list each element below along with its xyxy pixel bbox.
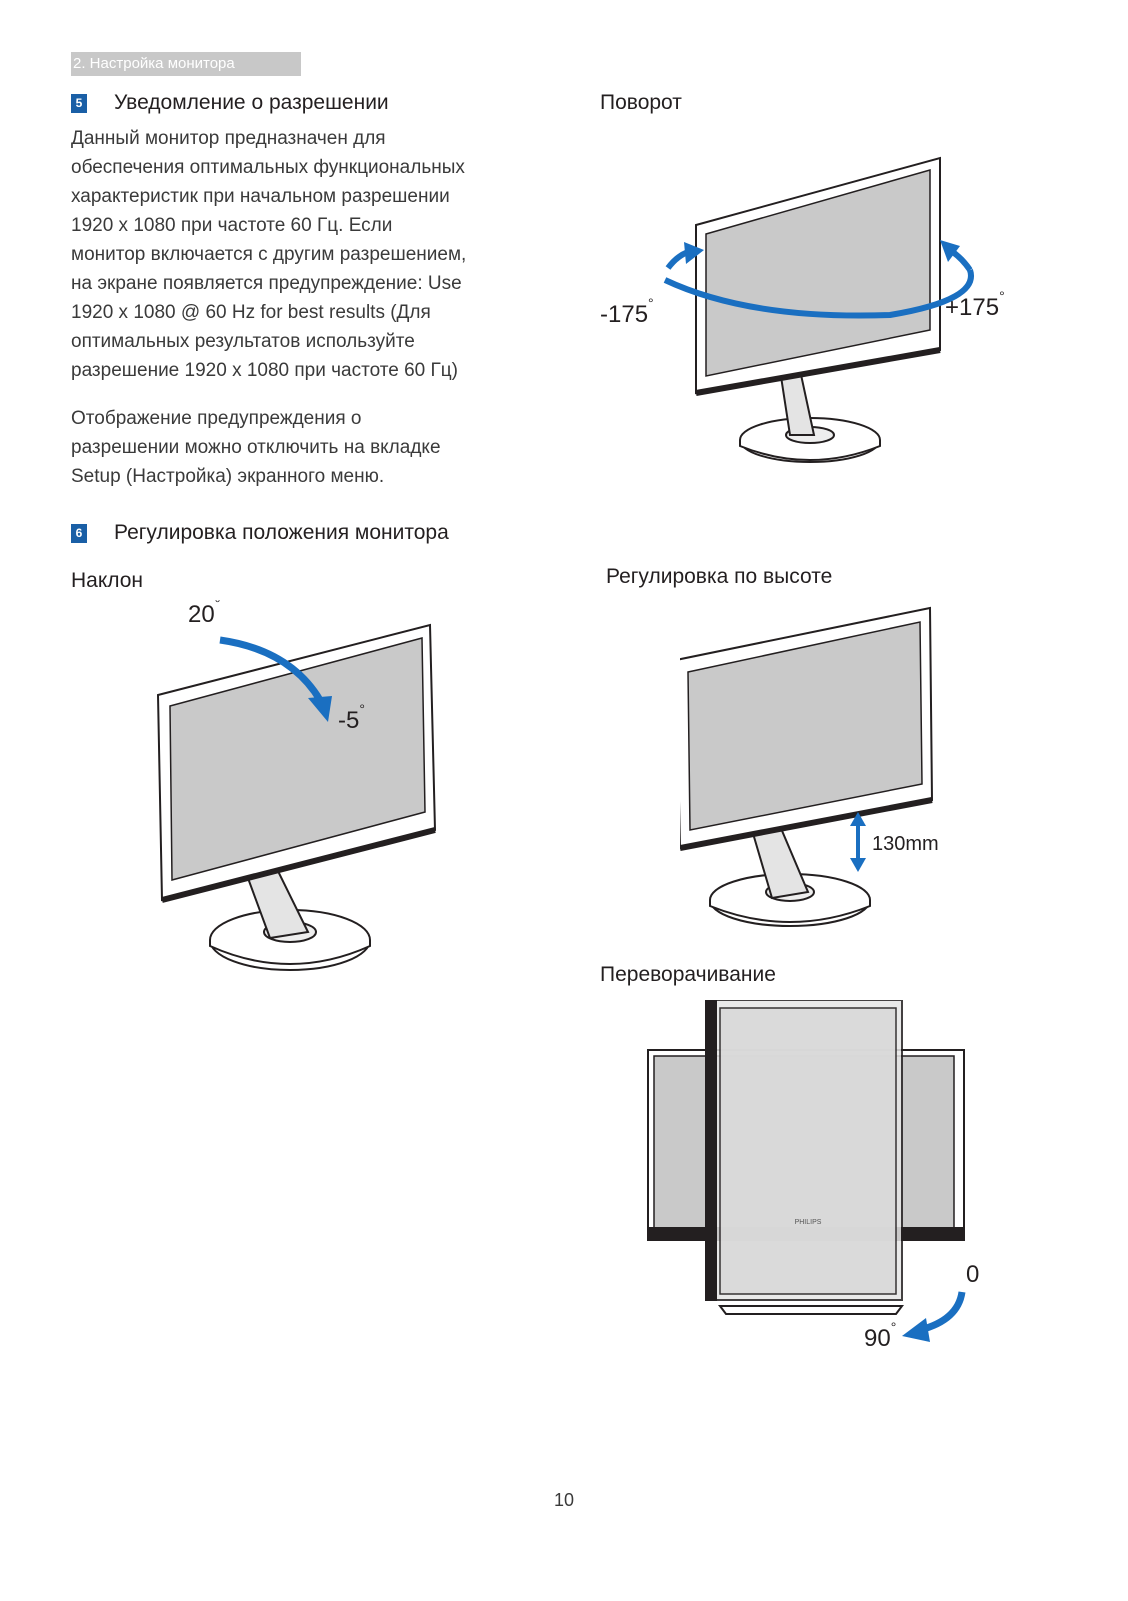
- text-line: 1920 x 1080 при частоте 60 Гц. Если: [71, 215, 393, 236]
- swivel-right-angle: +175°: [945, 288, 1005, 321]
- section-number-badge: 5: [71, 94, 87, 113]
- pivot-end-angle: 90°: [864, 1319, 896, 1352]
- text-line: 1920 x 1080 @ 60 Hz for best results (Дл…: [71, 302, 431, 323]
- arrow-head: [940, 240, 960, 262]
- tilt-illustration: 20° -5°: [156, 600, 437, 971]
- text-line: разрешение 1920 x 1080 при частоте 60 Гц…: [71, 360, 458, 381]
- swivel-label: Поворот: [600, 91, 682, 114]
- pivot-start-angle: 0°: [966, 1255, 980, 1288]
- monitor-portrait: [705, 1000, 904, 1315]
- section-number-badge: 6: [71, 524, 87, 543]
- monitor-drawing: [156, 623, 437, 971]
- height-illustration: 130mm: [680, 606, 939, 927]
- pivot-label: Переворачивание: [600, 963, 776, 986]
- text-line: Setup (Настройка) экранного меню.: [71, 466, 385, 487]
- brand-logo-text: PHILIPS: [795, 1219, 822, 1226]
- pivot-illustration: PHILIPS 0° 90°: [647, 1000, 980, 1352]
- resolution-paragraph: Данный монитор предназначен для обеспече…: [71, 124, 541, 385]
- pivot-arrow: [902, 1291, 966, 1342]
- monitor-drawing: [695, 156, 941, 463]
- text-line: монитор включается с другим разрешением,: [71, 244, 467, 265]
- height-value: 130mm: [872, 833, 939, 855]
- section-title: Регулировка положения монитора: [114, 521, 449, 544]
- text-line: Отображение предупреждения о: [71, 408, 362, 429]
- swivel-left-angle: -175°: [600, 295, 654, 328]
- tilt-up-angle: 20°: [188, 600, 220, 628]
- text-line: характеристик при начальном разрешении: [71, 186, 450, 207]
- tilt-down-angle: -5°: [338, 701, 365, 734]
- section-title: Уведомление о разрешении: [114, 91, 389, 114]
- text-line: обеспечения оптимальных функциональных: [71, 157, 465, 178]
- tilt-arrow: [219, 636, 332, 722]
- page-number: 10: [553, 1490, 575, 1510]
- osd-paragraph: Отображение предупреждения о разрешении …: [71, 404, 541, 491]
- tilt-label: Наклон: [71, 569, 144, 592]
- swivel-illustration: -175° +175°: [600, 156, 1005, 463]
- arrow-head: [684, 242, 704, 264]
- text-line: разрешении можно отключить на вкладке: [71, 437, 441, 458]
- monitor-drawing: [680, 606, 934, 927]
- text-line: Данный монитор предназначен для: [71, 128, 386, 149]
- text-line: на экране появляется предупреждение: Use: [71, 273, 462, 294]
- section-header-tab: 2. Настройка монитора: [71, 52, 301, 76]
- height-label: Регулировка по высоте: [606, 565, 833, 588]
- text-line: оптимальных результатов используйте: [71, 331, 415, 352]
- height-arrow: [850, 812, 866, 872]
